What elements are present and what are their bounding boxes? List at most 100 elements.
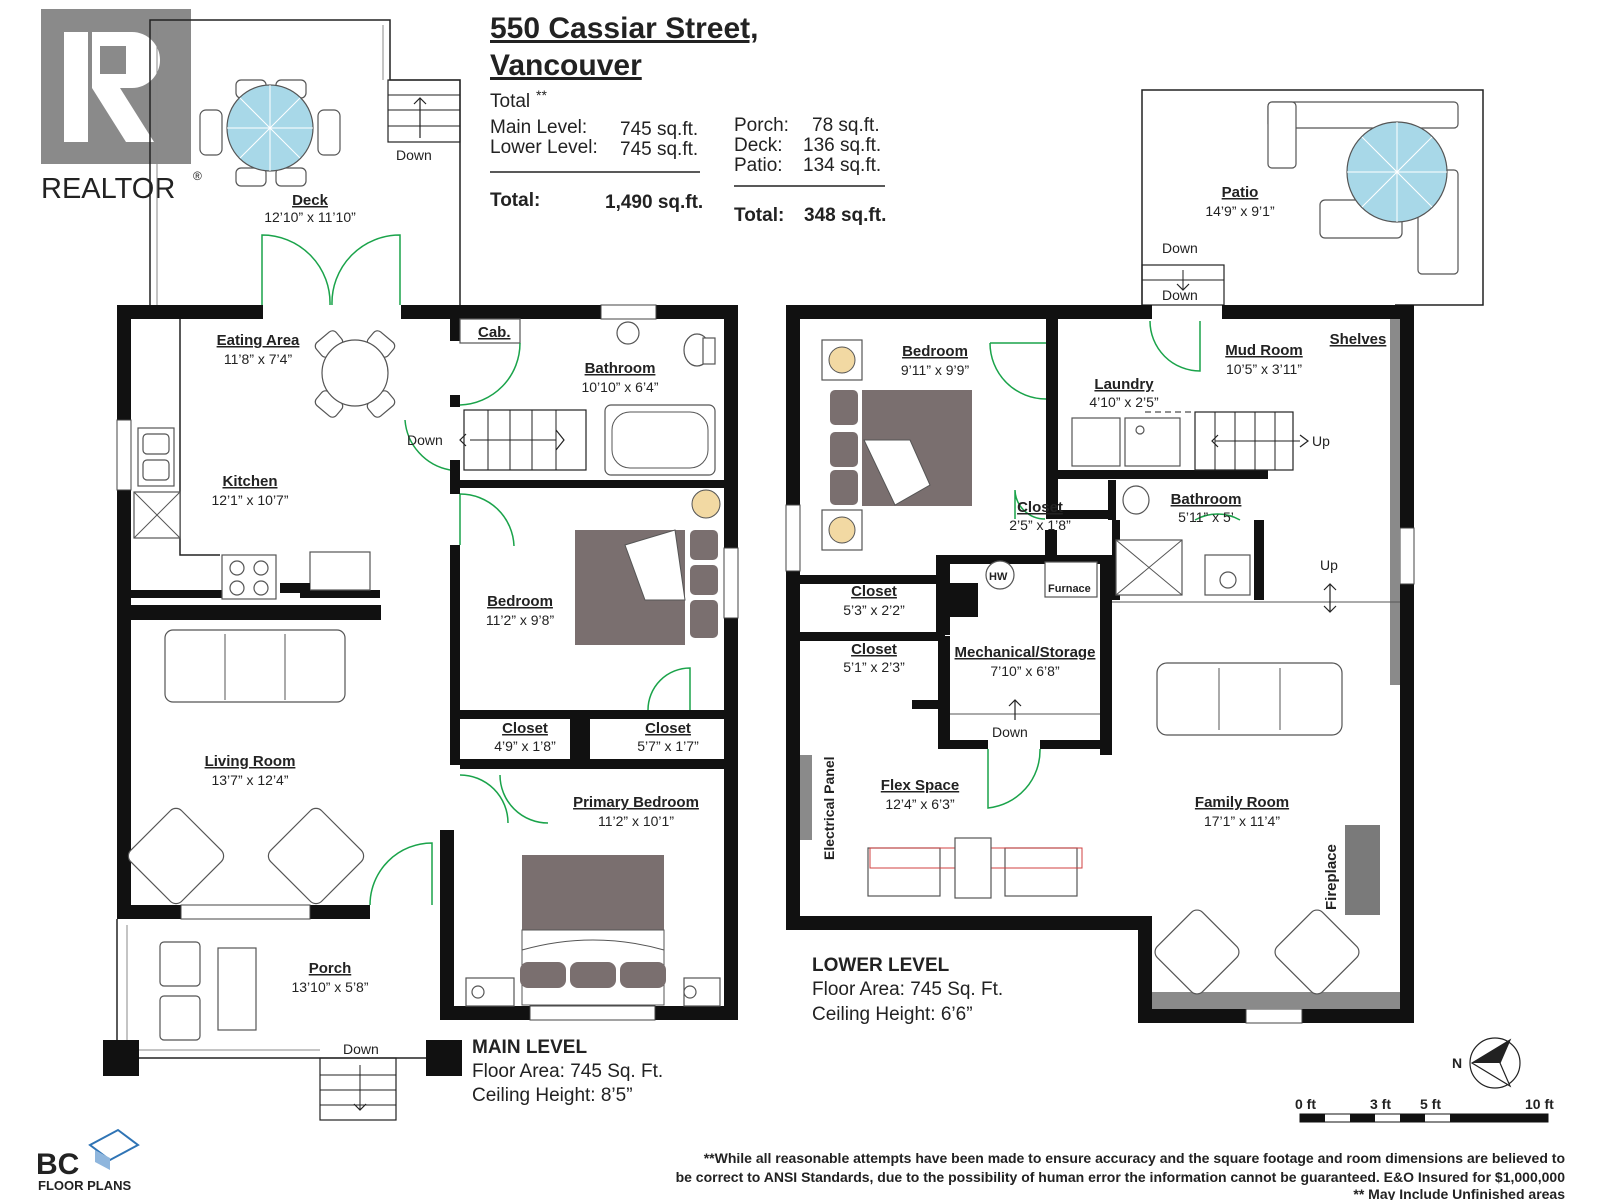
lower-level-title: LOWER LEVEL xyxy=(812,955,950,976)
scale-3: 3 ft xyxy=(1370,1096,1391,1112)
realtor-wordmark: REALTOR xyxy=(41,173,175,205)
closet1-dim: 4’9” x 1’8” xyxy=(494,738,556,754)
main-level-value: 745 sq.ft. xyxy=(620,119,698,140)
total-label: Total xyxy=(490,91,530,112)
eating-table xyxy=(314,330,396,418)
compass-north: N xyxy=(1452,1055,1462,1071)
scale-0: 0 ft xyxy=(1295,1096,1316,1112)
desk-chair xyxy=(954,837,992,899)
sofa xyxy=(164,629,346,703)
right-total-value: 348 sq.ft. xyxy=(804,205,886,226)
armchair-left xyxy=(127,807,225,905)
porch-down-label: Down xyxy=(343,1041,379,1057)
bc-sub: FLOOR PLANS xyxy=(38,1178,131,1193)
disclaimer-line1: **While all reasonable attempts have bee… xyxy=(704,1150,1565,1166)
electrical-panel-icon xyxy=(800,755,812,840)
main-level-plan: Down Deck 12’10” x 11’10” xyxy=(103,19,739,1121)
lower-bath-name: Bathroom xyxy=(1171,491,1242,508)
fireplace-label: Fireplace xyxy=(1323,844,1340,910)
kitchen-dim: 12’1” x 10’7” xyxy=(211,492,288,508)
hw-label: HW xyxy=(989,571,1008,583)
closet1-name: Closet xyxy=(502,720,548,737)
flex-dim: 12’4” x 6’3” xyxy=(885,796,955,812)
cabinet xyxy=(459,318,521,344)
bath-sink xyxy=(616,321,640,345)
lower-level-label: Lower Level: xyxy=(490,137,598,158)
mud-name: Mud Room xyxy=(1225,342,1302,359)
water-heater-icon xyxy=(985,560,1015,590)
flex-name: Flex Space xyxy=(881,777,959,794)
patio-down-label: Down xyxy=(1162,240,1198,256)
lower-down-label: Down xyxy=(1162,287,1198,303)
stair-down-label: Down xyxy=(407,432,443,448)
deck-dim: 12’10” x 11’10” xyxy=(264,209,356,225)
bc-floorplans-logo: BC FLOOR PLANS xyxy=(36,1128,140,1193)
bath-dim: 10’10” x 6’4” xyxy=(581,379,658,395)
closet2-name: Closet xyxy=(645,720,691,737)
closet-b-dim: 2’5” x 1’8” xyxy=(1009,517,1071,533)
family-dim: 17’1” x 11’4” xyxy=(1204,813,1280,829)
deck-door-left xyxy=(261,234,331,306)
disclaimer-line3: ** May Include Unfinished areas xyxy=(1353,1186,1565,1200)
porch-value: 78 sq.ft. xyxy=(812,115,880,136)
patio-value: 134 sq.ft. xyxy=(803,155,881,176)
lower-level-area: Floor Area: 745 Sq. Ft. xyxy=(812,979,1003,1000)
lower-level-plan: Patio 14’9” x 9’1” Down Down xyxy=(785,89,1484,1025)
porch-stairs xyxy=(319,1057,397,1121)
primary-dim: 11’2” x 10’1” xyxy=(598,813,674,829)
family-chair-right xyxy=(1274,909,1360,995)
living-name: Living Room xyxy=(205,753,296,770)
deck-door-right xyxy=(331,234,401,306)
eating-dim: 11’8” x 7’4” xyxy=(224,351,293,367)
mech-dim: 7’10” x 6’8” xyxy=(990,663,1060,679)
kitchen-name: Kitchen xyxy=(222,473,277,490)
lower-bedroom-dim: 9’11” x 9’9” xyxy=(901,362,970,378)
right-total-label: Total: xyxy=(734,205,784,226)
cab-name: Cab. xyxy=(478,324,511,341)
family-name: Family Room xyxy=(1195,794,1289,811)
lower-bath-dim: 5’11” x 5’ xyxy=(1178,509,1234,525)
main-level-title: MAIN LEVEL xyxy=(472,1037,587,1058)
porch-bench xyxy=(217,947,257,1031)
scale-bar: 0 ft 3 ft 5 ft 10 ft xyxy=(1295,1096,1554,1123)
patio-label: Patio: xyxy=(734,155,783,176)
deck-name: Deck xyxy=(292,192,329,209)
eating-name: Eating Area xyxy=(217,332,300,349)
lower-level-value: 745 sq.ft. xyxy=(620,139,698,160)
deck-value: 136 sq.ft. xyxy=(803,135,881,156)
deck-label: Deck: xyxy=(734,135,783,156)
porch-label: Porch: xyxy=(734,115,789,136)
bedroom-name: Bedroom xyxy=(487,593,553,610)
closet2-dim: 5’7” x 1’7” xyxy=(637,738,699,754)
lower-stairs xyxy=(1194,411,1309,471)
main-level-label: Main Level: xyxy=(490,117,587,138)
scale-10: 10 ft xyxy=(1525,1096,1554,1112)
deck-stairs xyxy=(387,79,461,143)
deck-table xyxy=(199,79,341,187)
bath-name: Bathroom xyxy=(585,360,656,377)
header-info: 550 Cassiar Street, Vancouver Total ** M… xyxy=(490,12,886,226)
furnace-label: Furnace xyxy=(1048,583,1091,595)
family-up-label: Up xyxy=(1320,557,1338,573)
left-total-value: 1,490 sq.ft. xyxy=(605,192,703,213)
main-level-ceiling: Ceiling Height: 8’5” xyxy=(472,1085,633,1106)
mech-name: Mechanical/Storage xyxy=(955,644,1096,661)
mech-down-label: Down xyxy=(992,724,1028,740)
bc-letters: BC xyxy=(36,1148,79,1181)
laundry-name: Laundry xyxy=(1094,376,1154,393)
scale-5: 5 ft xyxy=(1420,1096,1441,1112)
lower-bedroom-name: Bedroom xyxy=(902,343,968,360)
porch-name: Porch xyxy=(309,960,352,977)
family-sofa xyxy=(1156,662,1343,736)
lower-closet2-name: Closet xyxy=(851,641,897,658)
porch-dim: 13’10” x 5’8” xyxy=(291,979,368,995)
compass-icon: N xyxy=(1452,1037,1521,1089)
shelves-name: Shelves xyxy=(1330,331,1387,348)
closet-b-name: Closet xyxy=(1017,499,1063,516)
lower-stair-up-label: Up xyxy=(1312,433,1330,449)
address-line1: 550 Cassiar Street, xyxy=(490,12,759,45)
living-dim: 13’7” x 12’4” xyxy=(211,772,288,788)
total-mark: ** xyxy=(536,87,547,103)
address-line2: Vancouver xyxy=(490,49,642,82)
